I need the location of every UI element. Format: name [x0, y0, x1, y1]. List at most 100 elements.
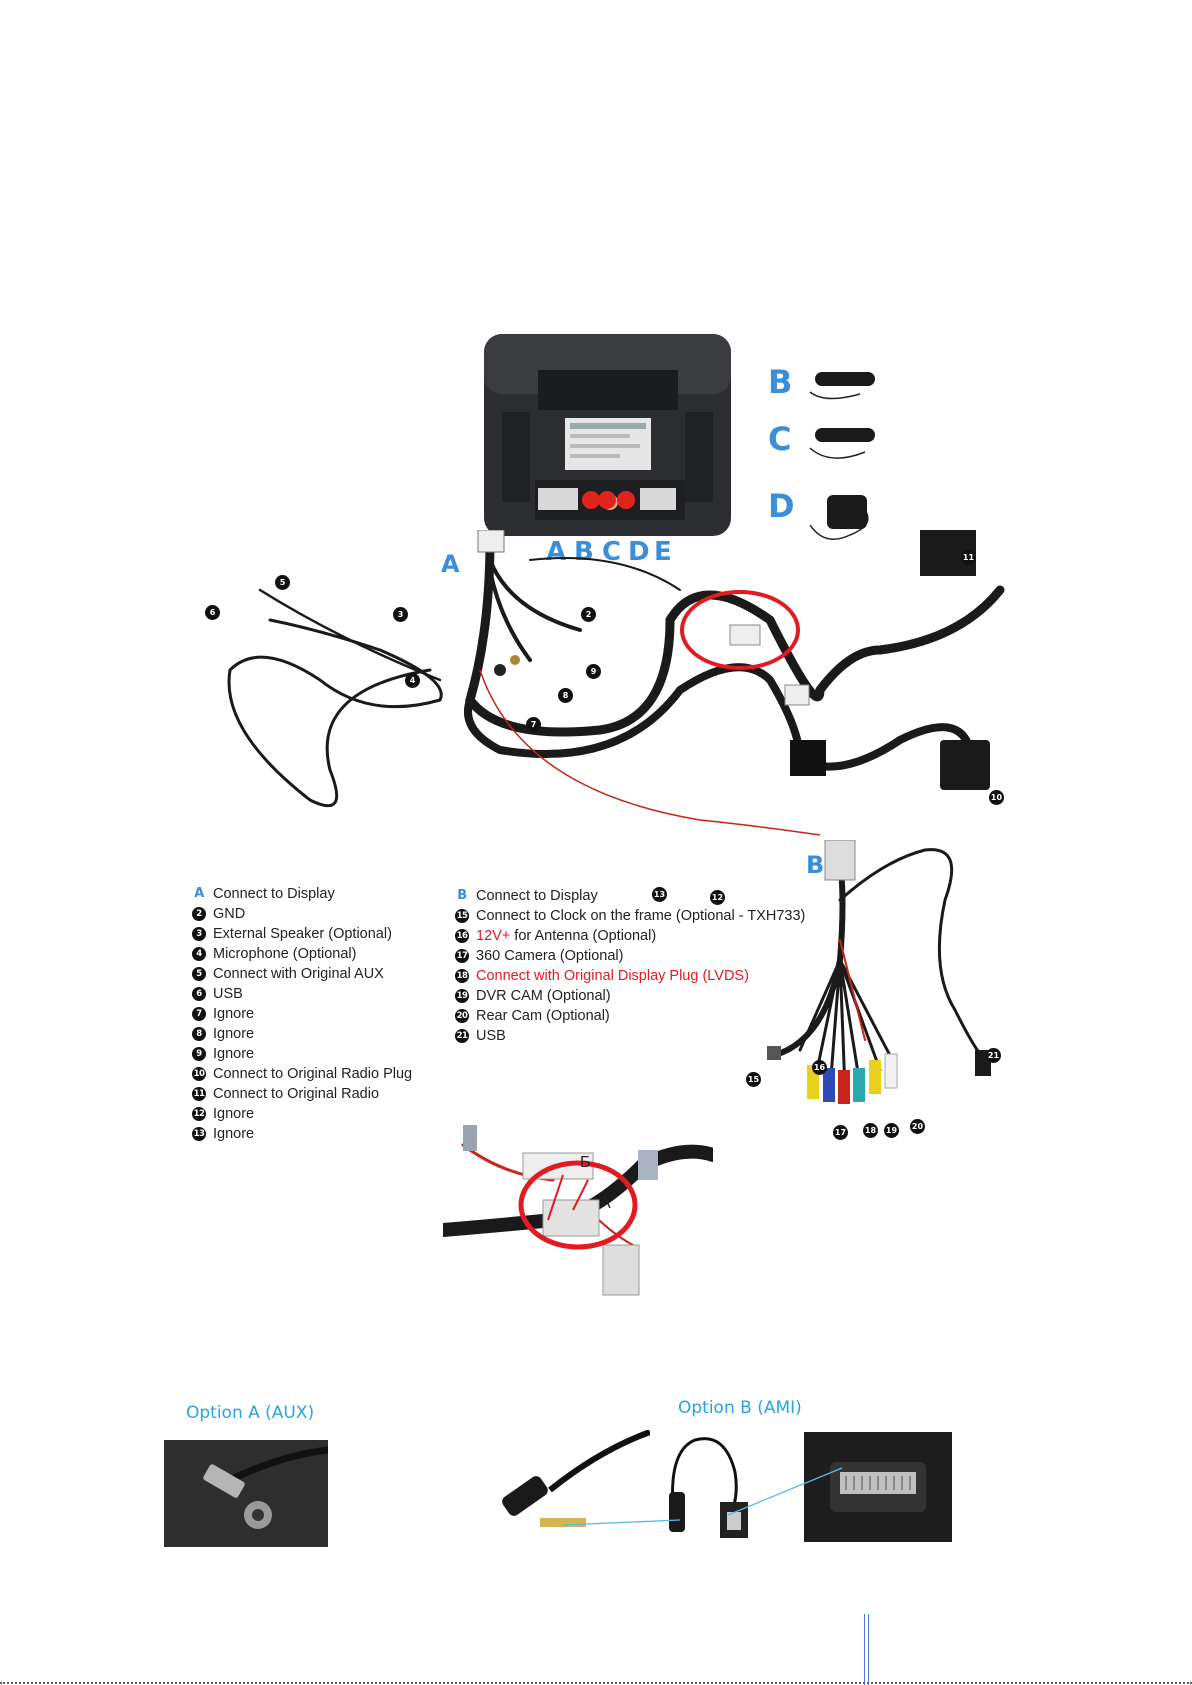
legend-left-row: 9 Ignore: [192, 1044, 412, 1064]
harness-a-photo: [200, 529, 1020, 860]
unit-port-label-a: A: [546, 537, 567, 567]
legend-left-text: Ignore: [213, 1046, 255, 1062]
antenna-cable-c-photo: [805, 418, 885, 468]
legend-right-marker: 17: [455, 949, 469, 963]
badge-7: 7: [526, 717, 541, 732]
legend-right-marker: B: [457, 888, 467, 903]
footer-vertical-rule: [864, 1614, 869, 1685]
legend-left-text: Ignore: [213, 1026, 255, 1042]
legend-right-text: Connect to Display: [476, 888, 598, 904]
legend-left-text: Connect to Display: [213, 886, 335, 902]
legend-right-marker: 15: [455, 909, 469, 923]
option-b-car-port-photo: [804, 1432, 952, 1542]
option-b-jack-photo: [490, 1429, 652, 1540]
legend-left-marker: 4: [192, 947, 206, 961]
legend-left-row: 13 Ignore: [192, 1124, 412, 1144]
legend-right-text: Connect with Original Display Plug (LVDS…: [476, 968, 749, 984]
legend-left-marker: 7: [192, 1007, 206, 1021]
badge-9: 9: [586, 664, 601, 679]
legend-right-row: 21 USB: [455, 1026, 805, 1046]
legend-left-row: 2 GND: [192, 904, 412, 924]
legend-right-text: Connect to Clock on the frame (Optional …: [476, 908, 806, 924]
legend-right-marker: 21: [455, 1029, 469, 1043]
legend-left-row: 7 Ignore: [192, 1004, 412, 1024]
legend-right-row: 17 360 Camera (Optional): [455, 946, 805, 966]
badge-17: 17: [833, 1125, 848, 1140]
legend-left-text: External Speaker (Optional): [213, 926, 392, 942]
side-part-label-b: B: [768, 363, 793, 401]
legend-left-marker: 9: [192, 1047, 206, 1061]
legend-right-text-red: 12V+: [476, 928, 511, 944]
legend-left-text: Ignore: [213, 1126, 255, 1142]
badge-8: 8: [558, 688, 573, 703]
legend-left-row: 5 Connect with Original AUX: [192, 964, 412, 984]
legend-right-text: 360 Camera (Optional): [476, 948, 624, 964]
gps-antenna-d-photo: [805, 485, 890, 550]
harness-b-label: B: [806, 851, 825, 879]
badge-19: 19: [884, 1123, 899, 1138]
badge-13: 13: [652, 887, 667, 902]
legend-right-marker: 19: [455, 989, 469, 1003]
unit-port-label-c: C: [602, 537, 622, 567]
legend-right-row: B Connect to Display: [455, 886, 805, 906]
antenna-cable-b-photo: [805, 362, 885, 407]
legend-left-marker: 5: [192, 967, 206, 981]
legend-left-marker: 13: [192, 1127, 206, 1141]
legend-left-marker: 2: [192, 907, 206, 921]
legend-right-row: 20 Rear Cam (Optional): [455, 1006, 805, 1026]
head-unit-photo: [480, 330, 735, 540]
legend-left-row: 8 Ignore: [192, 1024, 412, 1044]
legend-right-text: USB: [476, 1028, 506, 1044]
badge-12: 12: [710, 890, 725, 905]
legend-left: A Connect to Display 2 GND 3 External Speaker…: [192, 884, 412, 1144]
legend-left-row: 6 USB: [192, 984, 412, 1004]
side-part-label-c: C: [768, 420, 792, 458]
legend-left-marker: 3: [192, 927, 206, 941]
legend-right-marker: 16: [455, 929, 469, 943]
legend-right-marker: 20: [455, 1009, 469, 1023]
legend-left-marker: 8: [192, 1027, 206, 1041]
badge-20: 20: [910, 1119, 925, 1134]
legend-left-marker: 12: [192, 1107, 206, 1121]
legend-left-row: 3 External Speaker (Optional): [192, 924, 412, 944]
legend-left-text: USB: [213, 986, 243, 1002]
badge-10: 10: [989, 790, 1004, 805]
legend-left-text: Connect to Original Radio: [213, 1086, 380, 1102]
badge-18: 18: [863, 1123, 878, 1138]
badge-2: 2: [581, 607, 596, 622]
badge-4: 4: [405, 673, 420, 688]
connector-zoom-label-b: Б: [580, 1154, 591, 1171]
legend-left-text: Ignore: [213, 1006, 255, 1022]
unit-port-label-d: D: [628, 537, 650, 567]
connector-zoom-photo: [436, 1125, 720, 1305]
badge-16: 16: [812, 1060, 827, 1075]
legend-left-marker: 10: [192, 1067, 206, 1081]
footer-dotted-rule: [0, 1682, 1192, 1684]
legend-right-marker: 18: [455, 969, 469, 983]
legend-right-text: Rear Cam (Optional): [476, 1008, 610, 1024]
legend-left-text: Connect with Original AUX: [213, 966, 384, 982]
option-b-connector-lines: [562, 1467, 843, 1526]
legend-left-marker: A: [194, 886, 204, 901]
legend-right-row: 15 Connect to Clock on the frame (Optiona…: [455, 906, 805, 926]
harness-b-photo: [745, 839, 1015, 1140]
legend-left-text: GND: [213, 906, 246, 922]
option-a-aux-photo: [164, 1440, 328, 1547]
legend-left-marker: 6: [192, 987, 206, 1001]
side-part-label-d: D: [768, 487, 795, 525]
badge-21: 21: [986, 1048, 1001, 1063]
legend-right: B Connect to Display 15 Connect to Clock on…: [455, 886, 805, 1046]
badge-11: 11: [961, 550, 976, 565]
legend-right-text: for Antenna (Optional): [510, 928, 657, 944]
legend-right-row: 16 12V+ for Antenna (Optional): [455, 926, 805, 946]
option-a-title: Option A (AUX): [186, 1403, 315, 1423]
option-b-title: Option B (AMI): [678, 1398, 802, 1418]
badge-6: 6: [205, 605, 220, 620]
badge-3: 3: [393, 607, 408, 622]
connector-zoom-label-a: A: [600, 1195, 611, 1212]
